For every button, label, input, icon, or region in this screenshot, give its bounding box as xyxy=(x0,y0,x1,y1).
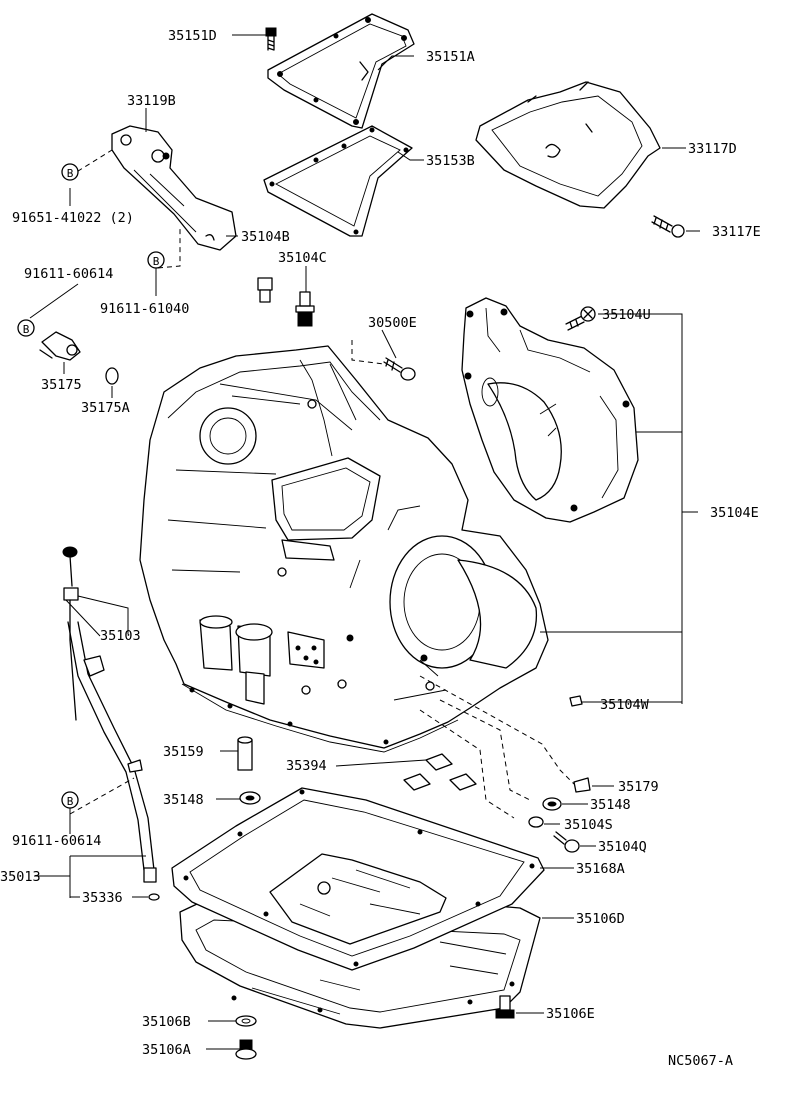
plug-35104B xyxy=(257,277,273,303)
part-35104E-housing xyxy=(461,297,639,523)
label-91651-41022: 91651-41022 (2) xyxy=(12,210,134,226)
label-33119B: 33119B xyxy=(127,93,176,109)
bolt-35151D xyxy=(265,27,277,51)
label-35151D: 35151D xyxy=(168,28,217,44)
label-35104C: 35104C xyxy=(278,250,327,266)
sensor-35175 xyxy=(39,331,81,361)
svg-text:B: B xyxy=(67,167,74,180)
label-35104B: 35104B xyxy=(241,229,290,245)
label-35336: 35336 xyxy=(82,890,123,906)
svg-text:B: B xyxy=(23,323,30,336)
part-33119B-bracket xyxy=(111,125,237,251)
tube-35159 xyxy=(237,736,253,771)
label-35148-left: 35148 xyxy=(163,792,204,808)
o-ring-35175A xyxy=(105,367,119,385)
label-35106B: 35106B xyxy=(142,1014,191,1030)
label-35148-right: 35148 xyxy=(590,797,631,813)
part-transaxle-case xyxy=(139,345,549,753)
label-35175: 35175 xyxy=(41,377,82,393)
label-35394: 35394 xyxy=(286,758,327,774)
label-30500E: 30500E xyxy=(368,315,417,331)
bolt-35104Q xyxy=(553,831,580,853)
dashed-guide-lines xyxy=(69,149,575,819)
label-35106D: 35106D xyxy=(576,911,625,927)
label-91611-60614-top: 91611-60614 xyxy=(24,266,113,282)
bolt-35104U xyxy=(565,306,596,331)
part-35153B-gasket xyxy=(263,125,413,237)
o-ring-35336 xyxy=(148,893,160,901)
label-35175A: 35175A xyxy=(81,400,130,416)
strainer-pads-35394 xyxy=(403,753,477,791)
bolt-33117E xyxy=(651,215,685,238)
label-33117E: 33117E xyxy=(712,224,761,240)
label-35179: 35179 xyxy=(618,779,659,795)
marker-b-1: B xyxy=(61,163,79,181)
marker-b-3: B xyxy=(17,319,35,337)
leader-lines xyxy=(29,34,700,1050)
marker-b-4: B xyxy=(61,791,79,809)
label-35168A: 35168A xyxy=(576,861,625,877)
label-33117D: 33117D xyxy=(688,141,737,157)
bolt-35106E xyxy=(495,995,515,1019)
oil-level-gauge-35103 xyxy=(62,546,79,721)
pin-35104W xyxy=(569,695,583,707)
bolt-30500E xyxy=(383,357,416,381)
label-35104W: 35104W xyxy=(600,697,650,713)
svg-text:B: B xyxy=(67,795,74,808)
o-ring-35104S xyxy=(528,816,544,828)
part-35168A-gasket xyxy=(171,787,545,971)
label-35153B: 35153B xyxy=(426,153,475,169)
label-35103: 35103 xyxy=(100,628,141,644)
label-91611-61040: 91611-61040 xyxy=(100,301,189,317)
label-35106E: 35106E xyxy=(546,1006,595,1022)
label-35151A: 35151A xyxy=(426,49,475,65)
diagram-id: NC5067-A xyxy=(668,1053,733,1069)
label-35104Q: 35104Q xyxy=(598,839,647,855)
label-35159: 35159 xyxy=(163,744,204,760)
label-35104E: 35104E xyxy=(710,505,759,521)
label-35106A: 35106A xyxy=(142,1042,191,1058)
washer-35106B xyxy=(235,1015,257,1027)
plug-35179 xyxy=(573,777,591,793)
bolt-35104C xyxy=(295,291,315,327)
drain-plug-35106A xyxy=(235,1039,257,1060)
label-35104S: 35104S xyxy=(564,817,613,833)
oil-gauge-tube-35013 xyxy=(67,621,157,883)
svg-text:B: B xyxy=(153,255,160,268)
part-33117D-cover xyxy=(475,81,661,209)
label-91611-60614-bottom: 91611-60614 xyxy=(12,833,101,849)
marker-b-2: B xyxy=(147,251,165,269)
label-35104U: 35104U xyxy=(602,307,651,323)
part-35151A-cover-plate xyxy=(267,13,415,129)
label-35013: 35013 xyxy=(0,869,41,885)
